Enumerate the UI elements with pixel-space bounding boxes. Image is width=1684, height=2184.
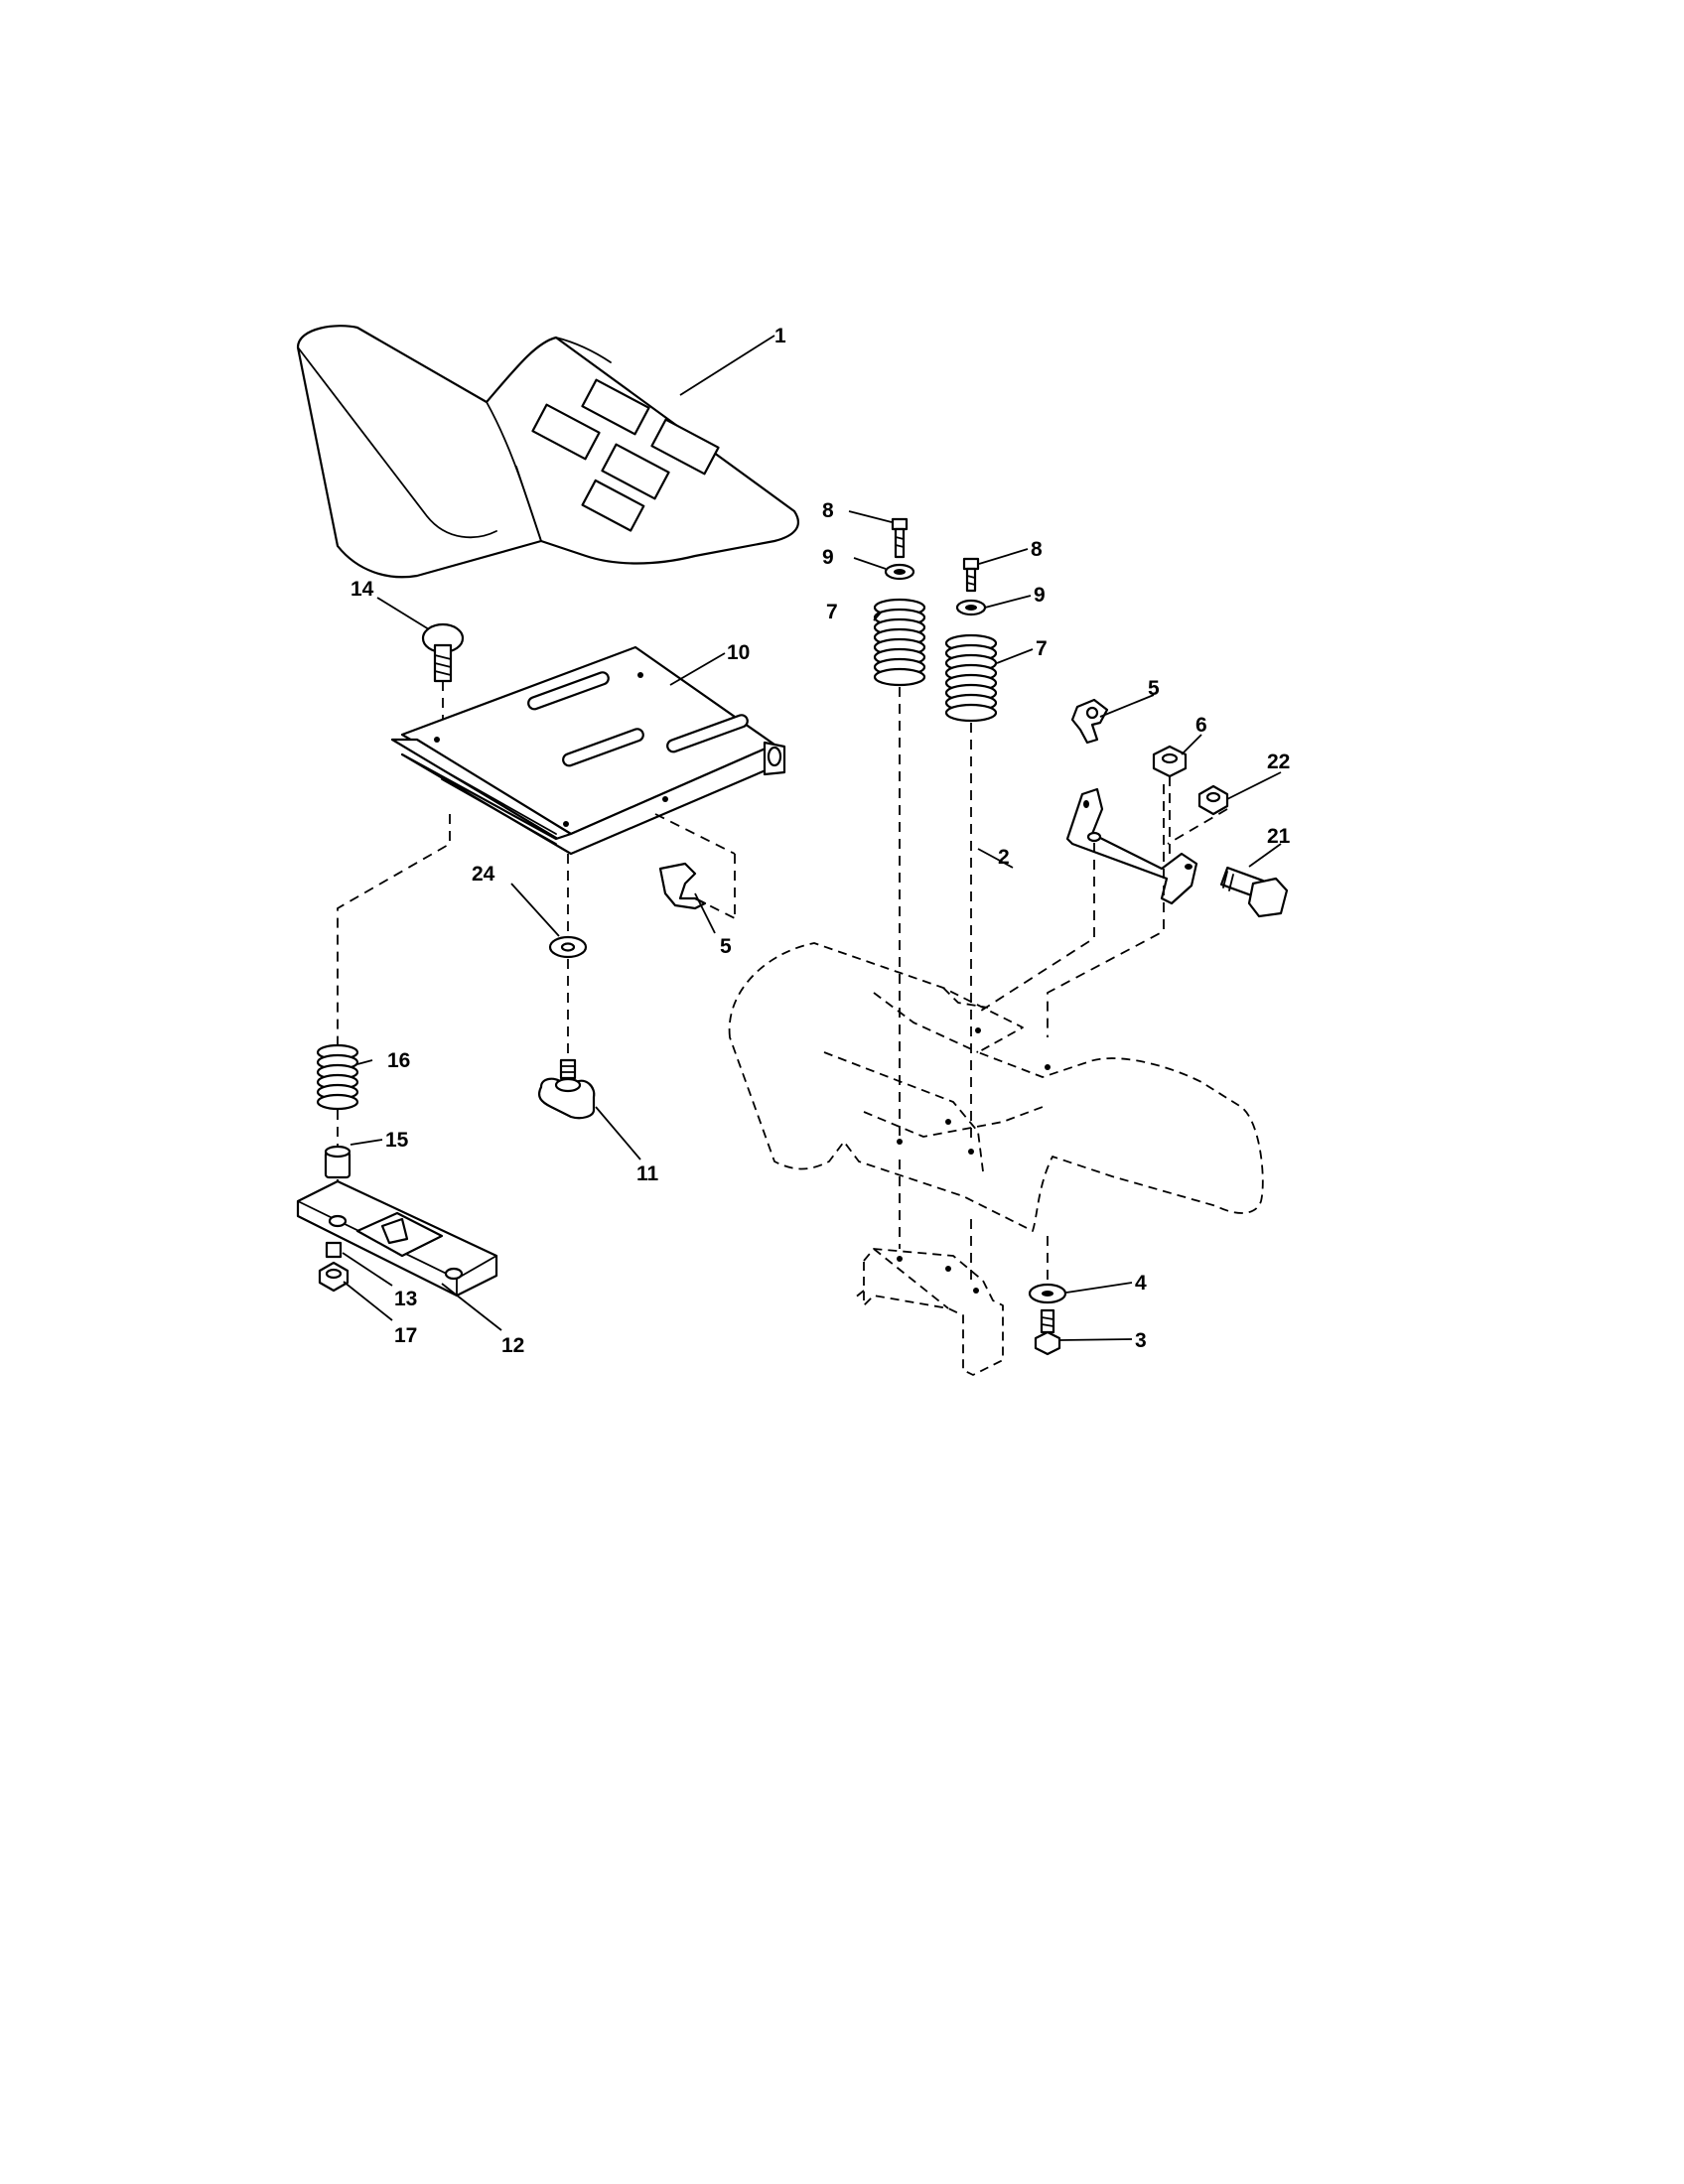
knob-part <box>537 1058 596 1120</box>
callout-7-left: 7 <box>826 601 838 623</box>
shoulder-bolt-part <box>1219 866 1289 918</box>
callout-9-left: 9 <box>822 546 834 569</box>
callout-13: 13 <box>394 1288 417 1310</box>
callout-9-right: 9 <box>1034 584 1046 607</box>
callout-3: 3 <box>1135 1329 1147 1352</box>
callout-22: 22 <box>1267 751 1290 773</box>
bolt-part-left <box>891 517 909 559</box>
callout-5-left: 5 <box>720 935 732 958</box>
seat-pan-part <box>390 645 786 856</box>
seat-part <box>296 325 799 579</box>
flange-nut-part <box>1197 784 1229 816</box>
carriage-bolt-part <box>421 622 465 725</box>
washer-part <box>548 854 588 1057</box>
spring-part-center-left <box>873 598 926 1142</box>
callout-24: 24 <box>472 863 495 886</box>
callout-8-left: 8 <box>822 499 834 522</box>
callout-4: 4 <box>1135 1272 1147 1295</box>
spacer-part <box>324 1145 351 1201</box>
callout-5-right: 5 <box>1148 677 1160 700</box>
callout-21: 21 <box>1267 825 1291 848</box>
lower-mount-outline <box>853 1248 1004 1376</box>
callout-12: 12 <box>501 1334 524 1357</box>
callout-2: 2 <box>998 846 1010 869</box>
clip-part-left <box>654 813 736 919</box>
hex-nut-part <box>1152 745 1188 778</box>
callout-6: 6 <box>1195 714 1207 737</box>
nut-part <box>318 1241 350 1293</box>
washer-part-right <box>955 599 987 616</box>
bolt-part-right <box>962 557 980 593</box>
callout-labels: 1 2 3 4 5 5 6 7 7 8 8 9 9 10 11 12 13 14… <box>351 325 1291 1357</box>
leader-lines <box>342 335 1282 1341</box>
washer-part-left <box>884 563 915 581</box>
callout-1: 1 <box>774 325 786 347</box>
callout-16: 16 <box>387 1049 410 1072</box>
flat-washer-part <box>1028 1283 1067 1304</box>
callout-15: 15 <box>385 1129 409 1152</box>
callout-17: 17 <box>394 1324 417 1347</box>
callout-11: 11 <box>636 1162 659 1185</box>
spring-part-left <box>316 1043 359 1147</box>
callout-8-right: 8 <box>1031 538 1043 561</box>
seat-bracket-part <box>977 776 1228 1037</box>
callout-10: 10 <box>727 641 750 664</box>
callout-14: 14 <box>351 578 374 601</box>
spring-part-center-right <box>944 633 998 1142</box>
hex-bolt-part <box>1034 1308 1061 1356</box>
chassis-frame-outline <box>728 942 1264 1281</box>
clip-part-right <box>1070 698 1109 745</box>
bracket-plate-part <box>296 1179 498 1297</box>
callout-7-right: 7 <box>1036 637 1048 660</box>
